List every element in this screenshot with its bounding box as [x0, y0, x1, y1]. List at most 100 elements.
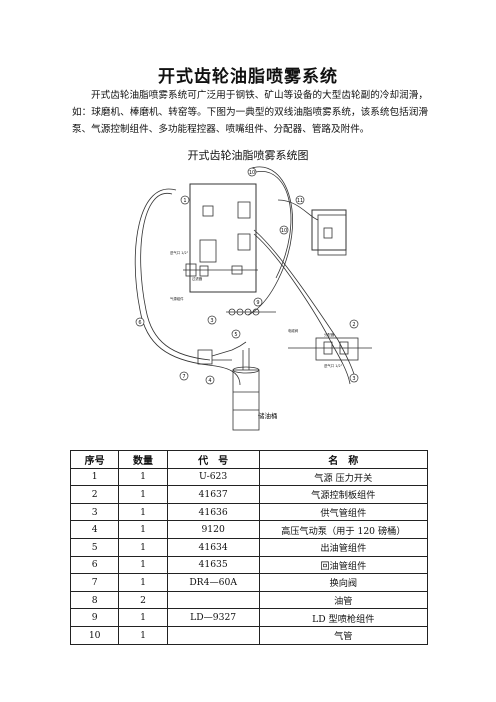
- cell-name: 气源控制板组件: [258, 485, 429, 504]
- cell-name: 回油管组件: [258, 555, 429, 575]
- cabinet-front: [317, 214, 347, 256]
- cell-code: LD—9327: [166, 608, 260, 627]
- cell-index: 2: [69, 485, 120, 504]
- callout-circle: [349, 373, 359, 383]
- cell-name: 高压气动泵（用于 120 磅桶）: [258, 520, 429, 539]
- table-row: 7 1 DR4—60A 换向阀: [69, 573, 429, 592]
- table-row: 6 1 41635 回油管组件: [69, 555, 429, 575]
- label-solenoid: 电磁阀: [288, 328, 299, 333]
- document-title: 开式齿轮油脂喷雾系统: [158, 67, 338, 87]
- cell-index: 4: [69, 520, 120, 539]
- table-row: 1 1 U-623 气源 压力开关: [69, 467, 429, 487]
- panel-valve-top: [237, 201, 251, 219]
- reversing-valve: [197, 349, 213, 365]
- hose-loop-left-inner: [140, 193, 211, 361]
- cell-qty: 1: [118, 573, 168, 592]
- table-row: 10 1 气管: [69, 625, 429, 645]
- callout-num: 3: [210, 318, 213, 324]
- callout-circle: [247, 167, 257, 177]
- label-filter: 过滤器: [192, 276, 203, 281]
- label-air-source: 气源组件: [170, 296, 184, 301]
- callout-num: 4: [208, 378, 211, 384]
- label-air-in-right: 进气口 1/2": [324, 363, 343, 368]
- callout-circle: [180, 195, 190, 205]
- table-row: 4 1 9120 高压气动泵（用于 120 磅桶）: [69, 520, 429, 539]
- cell-index: 1: [69, 467, 120, 487]
- table-row: 3 1 41636 供气管组件: [69, 502, 429, 522]
- cell-name: LD 型喷枪组件: [258, 608, 429, 627]
- callout-circle: [253, 297, 263, 307]
- cell-name: 气源 压力开关: [258, 467, 429, 487]
- hose-loop-top: [247, 166, 293, 316]
- hose-to-switch: [277, 199, 319, 221]
- table-row: 5 1 41634 出油管组件: [69, 537, 429, 557]
- nozzle-4: [252, 308, 260, 316]
- filter-mid: [199, 265, 209, 277]
- cell-name: 气管: [258, 625, 429, 645]
- pump-line-1: [211, 341, 247, 357]
- callout-num: 3: [352, 376, 355, 382]
- cell-name: 供气管组件: [258, 502, 429, 522]
- callout-circle: [231, 329, 241, 339]
- cell-qty: 1: [118, 537, 168, 557]
- panel-gauge: [202, 205, 214, 217]
- cell-qty: 1: [118, 502, 168, 522]
- callout-circle: [205, 375, 215, 385]
- intro-paragraph: 开式齿轮油脂喷雾系统可广泛用于钢铁、矿山等设备的大型齿轮副的冷却润滑，如：球磨机…: [72, 90, 428, 135]
- callout-num: 10: [281, 228, 287, 234]
- cell-index: 9: [69, 608, 120, 627]
- hose-loop-left: [134, 188, 241, 386]
- cell-qty: 1: [118, 555, 168, 575]
- system-diagram: 10 1 11 10 9 6 3 5 2 7 4 3 进气口 1/2" 气源组件…: [134, 166, 372, 431]
- callout-circle: [179, 371, 189, 381]
- table-header-row: 序号 数量 代 号 名 称: [69, 450, 429, 469]
- oil-drum: [232, 369, 260, 431]
- cell-name: 换向阀: [258, 573, 429, 592]
- nozzle-1: [228, 308, 236, 316]
- cell-index: 6: [69, 555, 120, 575]
- header-index: 序号: [69, 450, 120, 469]
- cell-qty: 1: [118, 608, 168, 627]
- cell-code: 9120: [166, 520, 260, 539]
- cell-index: 8: [69, 590, 120, 610]
- callout-num: 11: [297, 198, 303, 204]
- cell-name: 油管: [258, 590, 429, 610]
- control-cabinet: [311, 209, 347, 251]
- header-name: 名 称: [258, 450, 429, 469]
- cell-code: 41635: [166, 555, 260, 575]
- cell-qty: 1: [118, 520, 168, 539]
- cell-code: [166, 590, 260, 610]
- callout-num: 5: [234, 332, 237, 338]
- table-row: 8 2 油管: [69, 590, 429, 610]
- callout-circle: [135, 317, 145, 327]
- cell-qty: 1: [118, 625, 168, 645]
- cell-index: 7: [69, 573, 120, 592]
- label-oil-drum: 储油桶: [258, 411, 278, 420]
- table-row: 9 1 LD—9327 LD 型喷枪组件: [69, 608, 429, 627]
- gauge-right: [231, 265, 243, 275]
- cell-qty: 1: [118, 485, 168, 504]
- label-air-in-left: 进气口 1/2": [170, 250, 189, 255]
- cell-qty: 1: [118, 467, 168, 487]
- filter-left: [185, 263, 197, 277]
- cell-code: DR4—60A: [166, 573, 260, 592]
- cell-name: 出油管组件: [258, 537, 429, 557]
- cell-code: 41636: [166, 502, 260, 522]
- callout-circle: [279, 225, 289, 235]
- cell-index: 10: [69, 625, 120, 645]
- callout-num: 2: [352, 322, 355, 328]
- control-panel: [189, 183, 257, 293]
- table-row: 2 1 41637 气源控制板组件: [69, 485, 429, 504]
- cabinet-window: [323, 227, 333, 239]
- parts-table: 序号 数量 代 号 名 称 1 1 U-623 气源 压力开关 2 1 4163…: [69, 450, 429, 645]
- panel-box: [199, 239, 217, 263]
- distributor-block-1: [323, 341, 333, 355]
- hose-right-inner: [253, 233, 351, 385]
- cell-code: U-623: [166, 467, 260, 487]
- callout-circle: [349, 319, 359, 329]
- callout-num: 10: [249, 170, 255, 176]
- nozzle-2: [236, 308, 244, 316]
- cell-code: 41637: [166, 485, 260, 504]
- callout-num: 6: [138, 320, 141, 326]
- header-code: 代 号: [166, 450, 260, 469]
